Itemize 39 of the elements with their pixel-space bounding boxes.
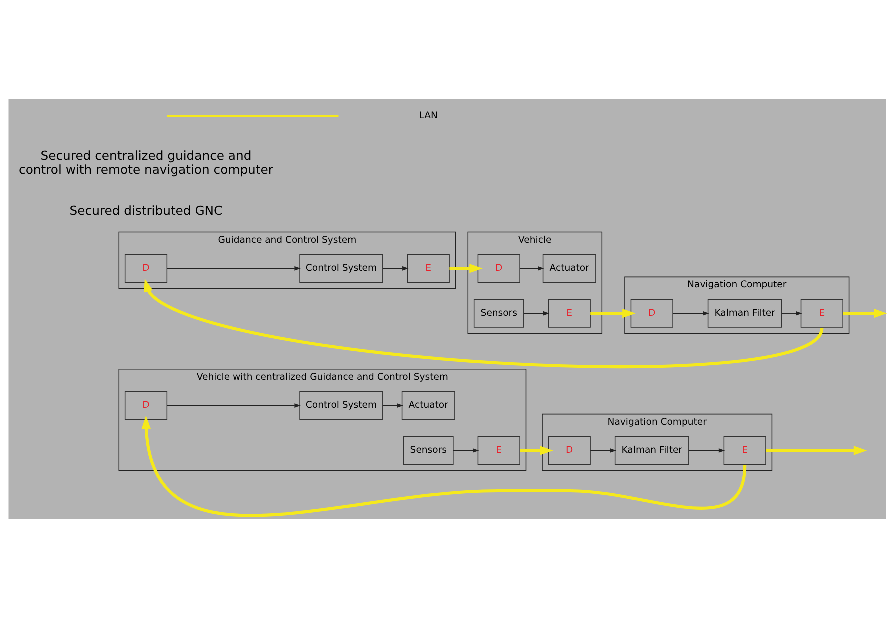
- arrow: [520, 266, 544, 270]
- node-box: D: [124, 390, 168, 420]
- node-box: E: [407, 254, 450, 282]
- arrow: [688, 448, 726, 452]
- node-box: Sensors: [403, 436, 454, 465]
- legend-label: LAN: [419, 110, 438, 121]
- arrow: [843, 308, 887, 318]
- node-box: Control System: [300, 254, 384, 282]
- node-box: Actuator: [542, 254, 596, 282]
- node-box: Actuator: [402, 390, 456, 420]
- label: Secured distributed GNC: [70, 202, 223, 218]
- node-box: Kalman Filter: [708, 298, 782, 328]
- node-box: D: [124, 254, 168, 282]
- arrow: [144, 278, 824, 368]
- arrow: [142, 415, 747, 516]
- node-box: E: [800, 298, 844, 328]
- arrow: [450, 264, 483, 273]
- arrow: [382, 403, 404, 408]
- arrow: [766, 446, 868, 455]
- node-box: E: [478, 436, 520, 465]
- node-box: D: [478, 254, 520, 282]
- node-box: E: [548, 298, 591, 328]
- arrow: [167, 266, 301, 270]
- arrow: [782, 310, 802, 316]
- arrow: [520, 446, 554, 455]
- label: Secured centralized guidance and control with remote navigation computer: [19, 148, 274, 176]
- arrow: [672, 310, 710, 316]
- arrow: [590, 308, 636, 318]
- node-box: E: [724, 436, 766, 465]
- node-box: D: [630, 298, 674, 328]
- node-box: Control System: [300, 390, 384, 420]
- node-box: Kalman Filter: [614, 436, 690, 465]
- arrow: [524, 310, 550, 316]
- arrow: [167, 403, 301, 408]
- node-box: Sensors: [474, 298, 524, 328]
- arrow: [590, 448, 616, 452]
- arrow: [453, 448, 480, 452]
- node-box: D: [548, 436, 591, 465]
- arrow: [382, 266, 409, 270]
